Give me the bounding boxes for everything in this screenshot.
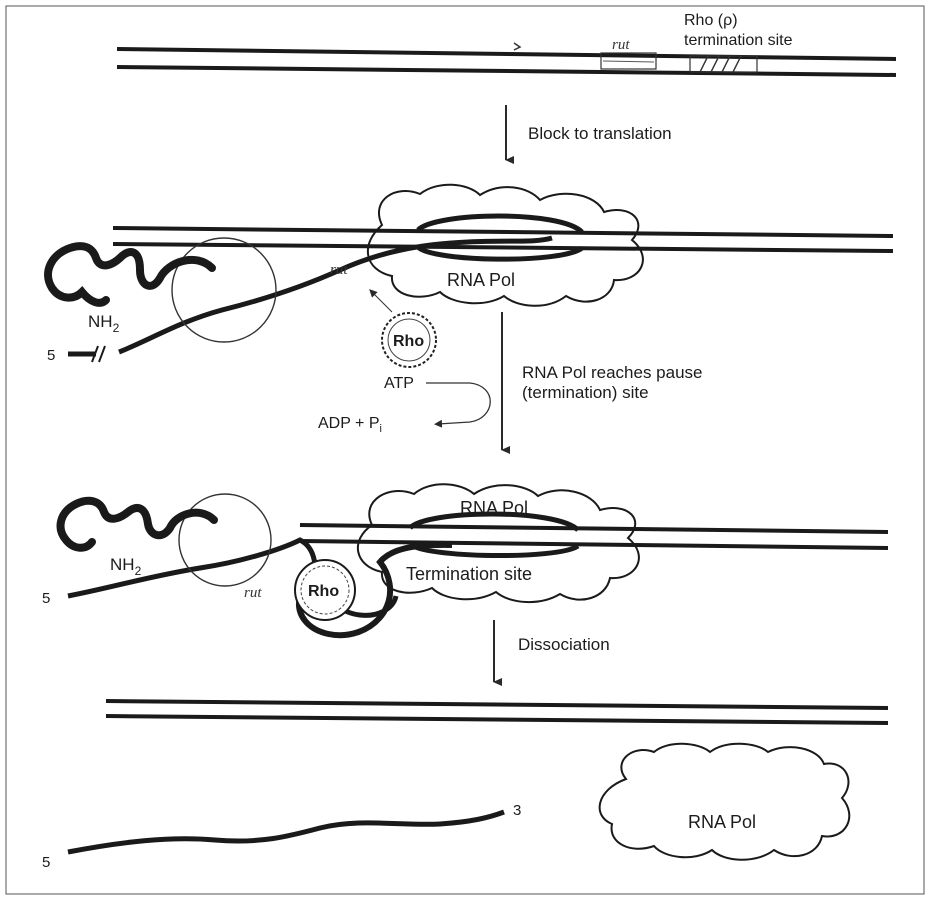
five-prime-label: 5 <box>42 590 50 607</box>
rna-polymerase-released <box>600 744 850 860</box>
nh2-label: NH2 <box>110 555 142 578</box>
rut-label: rut <box>612 37 630 53</box>
panel-4-dissociated: 5 3 RNA Pol <box>42 701 888 871</box>
rna-pol-label: RNA Pol <box>447 270 515 290</box>
released-mrna <box>68 812 504 852</box>
five-prime-label: 5 <box>42 854 50 871</box>
panel-1-dna: rut Rho (ρ) termination site <box>117 12 896 75</box>
step-1-label: Block to translation <box>528 124 672 143</box>
step-2-label-line2: (termination) site <box>522 383 649 402</box>
rut-label: rut <box>244 585 262 601</box>
nascent-polypeptide <box>48 246 212 303</box>
dna-top-strand <box>106 701 888 708</box>
termination-site-label: Termination site <box>406 564 532 584</box>
dna-top-strand <box>117 49 896 59</box>
rho-label: Rho <box>308 583 339 600</box>
rna-pol-label: RNA Pol <box>460 498 528 518</box>
nh2-label: NH2 <box>88 312 120 335</box>
ribosome <box>179 494 271 586</box>
mrna-strand <box>68 540 315 596</box>
rna-pol-label: RNA Pol <box>688 812 756 832</box>
rut-label: rut <box>330 262 348 278</box>
rho-site-label-line2: termination site <box>684 32 793 49</box>
step-3-label: Dissociation <box>518 635 610 654</box>
atp-label: ATP <box>384 375 414 392</box>
rho-label: Rho <box>393 333 424 350</box>
nascent-polypeptide <box>61 501 214 548</box>
start-mark-icon <box>514 43 520 50</box>
five-prime-label: 5 <box>47 347 55 364</box>
atp-hydrolysis-arrow <box>426 383 490 424</box>
rho-binding-arrow <box>372 292 392 312</box>
rho-site-label-line1: Rho (ρ) <box>684 12 738 29</box>
dna-bottom-strand <box>117 67 896 75</box>
step-2-label-line1: RNA Pol reaches pause <box>522 363 703 382</box>
ribosome <box>172 238 276 342</box>
three-prime-label: 3 <box>513 802 521 819</box>
dna-bottom-strand <box>106 716 888 723</box>
panel-3-termination: RNA Pol Termination site NH2 5 rut Rho <box>42 484 888 635</box>
adp-label: ADP + Pi <box>318 415 382 435</box>
panel-2-elongation: RNA Pol rut NH2 5 Rho <box>47 185 893 367</box>
